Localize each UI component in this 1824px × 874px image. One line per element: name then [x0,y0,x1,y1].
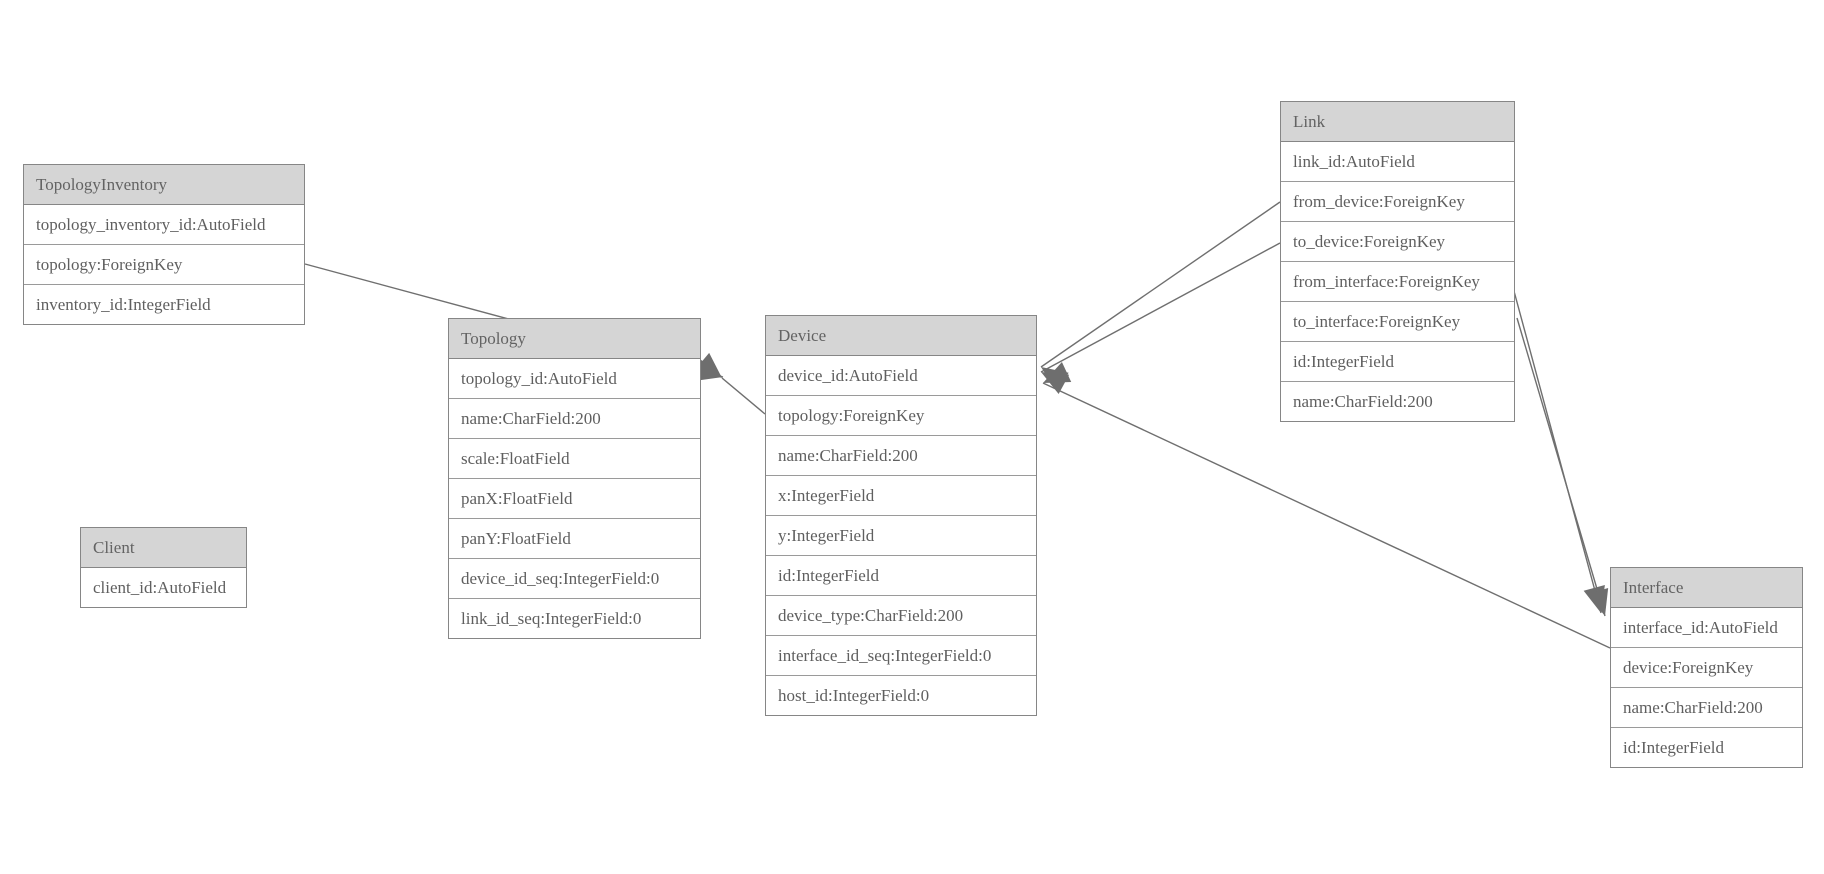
entity-field-row[interactable]: scale:FloatField [449,439,700,479]
entity-title-interface: Interface [1611,568,1802,608]
relationship-line [1510,279,1602,614]
entity-field-row[interactable]: inventory_id:IntegerField [24,285,304,324]
entity-field-row[interactable]: link_id_seq:IntegerField:0 [449,599,700,638]
relationship-arrowhead [1043,362,1072,383]
entity-field-row[interactable]: topology_id:AutoField [449,359,700,399]
entity-title-topology: Topology [449,319,700,359]
entity-field-row[interactable]: id:IntegerField [1611,728,1802,767]
entity-title-client: Client [81,528,246,568]
entity-field-row[interactable]: device:ForeignKey [1611,648,1802,688]
entity-title-topology_inventory: TopologyInventory [24,165,304,205]
relationship-line [1040,201,1281,368]
entity-field-row[interactable]: host_id:IntegerField:0 [766,676,1036,715]
relationship-line [721,377,766,415]
relationship-arrowhead [1583,585,1605,613]
entity-field-row[interactable]: topology:ForeignKey [24,245,304,285]
entity-title-link: Link [1281,102,1514,142]
relationship-line [1042,382,1611,649]
entity-title-device: Device [766,316,1036,356]
entity-field-row[interactable]: device_id_seq:IntegerField:0 [449,559,700,599]
entity-field-row[interactable]: client_id:AutoField [81,568,246,607]
entity-field-row[interactable]: panY:FloatField [449,519,700,559]
entity-field-row[interactable]: x:IntegerField [766,476,1036,516]
entity-field-row[interactable]: panX:FloatField [449,479,700,519]
entity-field-row[interactable]: from_device:ForeignKey [1281,182,1514,222]
relationship-arrowhead [1041,367,1069,391]
entity-field-row[interactable]: name:CharField:200 [1611,688,1802,728]
entity-field-row[interactable]: name:CharField:200 [1281,382,1514,421]
entity-field-row[interactable]: id:IntegerField [766,556,1036,596]
relationship-line [1516,317,1606,617]
entity-field-row[interactable]: name:CharField:200 [449,399,700,439]
entity-field-row[interactable]: device_id:AutoField [766,356,1036,396]
entity-field-row[interactable]: topology_inventory_id:AutoField [24,205,304,245]
entity-field-row[interactable]: id:IntegerField [1281,342,1514,382]
relationship-arrowhead [1041,372,1070,395]
entity-field-row[interactable]: from_interface:ForeignKey [1281,262,1514,302]
relationship-line [1040,242,1281,373]
entity-field-row[interactable]: interface_id_seq:IntegerField:0 [766,636,1036,676]
entity-field-row[interactable]: topology:ForeignKey [766,396,1036,436]
entity-field-row[interactable]: to_device:ForeignKey [1281,222,1514,262]
entity-field-row[interactable]: to_interface:ForeignKey [1281,302,1514,342]
entity-field-row[interactable]: name:CharField:200 [766,436,1036,476]
entity-field-row[interactable]: device_type:CharField:200 [766,596,1036,636]
entity-field-row[interactable]: y:IntegerField [766,516,1036,556]
entity-field-row[interactable]: interface_id:AutoField [1611,608,1802,648]
entity-field-row[interactable]: link_id:AutoField [1281,142,1514,182]
